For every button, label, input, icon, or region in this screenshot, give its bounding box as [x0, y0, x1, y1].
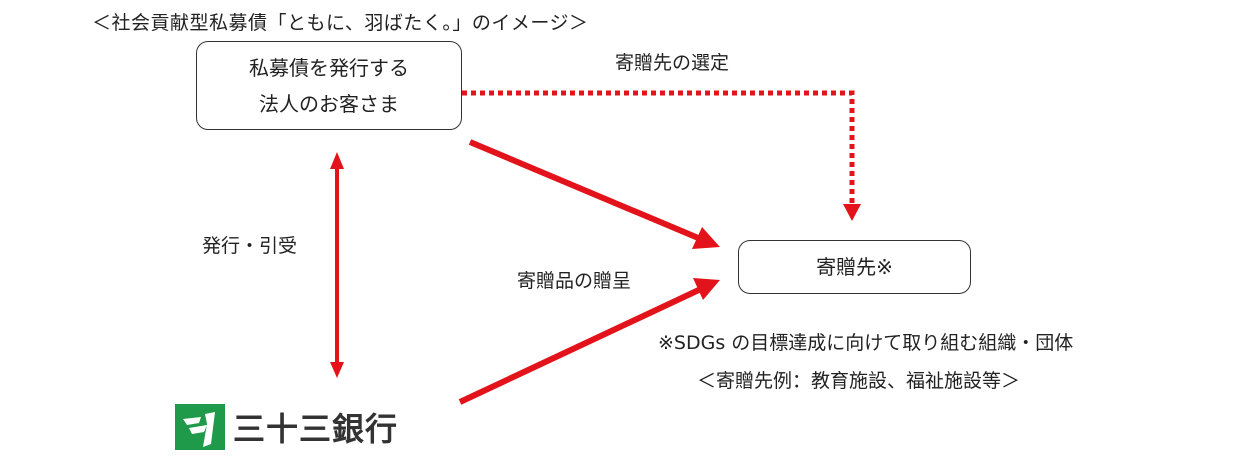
recipient-example-note: ＜寄贈先例：教育施設、福祉施設等＞: [697, 370, 1021, 392]
bank-logo: 三十三銀行: [175, 404, 398, 450]
issuer-donation-arrow: [468, 139, 705, 243]
issue-underwrite-label: 発行・引受: [202, 235, 298, 257]
selection-dotted-arrow: [462, 90, 855, 205]
bank-logo-icon: [175, 404, 225, 450]
issue-arrowhead-up: [330, 152, 344, 169]
recipient-label: 寄贈先※: [816, 255, 893, 279]
bank-donation-arrowhead: [693, 278, 720, 300]
issuer-line1: 私募債を発行する: [249, 55, 409, 80]
selection-arrowhead: [843, 204, 861, 221]
recipient-note: ※SDGs の目標達成に向けて取り組む組織・団体: [658, 332, 1074, 354]
issue-arrowhead-down: [330, 362, 344, 378]
issuer-line2: 法人のお客さま: [259, 91, 399, 116]
donation-label: 寄贈品の贈呈: [517, 270, 632, 292]
bank-donation-arrow: [458, 285, 705, 405]
issuer-box: 私募債を発行する 法人のお客さま: [196, 41, 462, 130]
issuer-donation-arrowhead: [692, 227, 720, 249]
diagram-title: ＜社会貢献型私募債「ともに、羽ばたく。」のイメージ＞: [92, 12, 589, 34]
recipient-box: 寄贈先※: [738, 240, 971, 294]
bank-name: 三十三銀行: [233, 410, 399, 448]
selection-label: 寄贈先の選定: [615, 52, 730, 74]
